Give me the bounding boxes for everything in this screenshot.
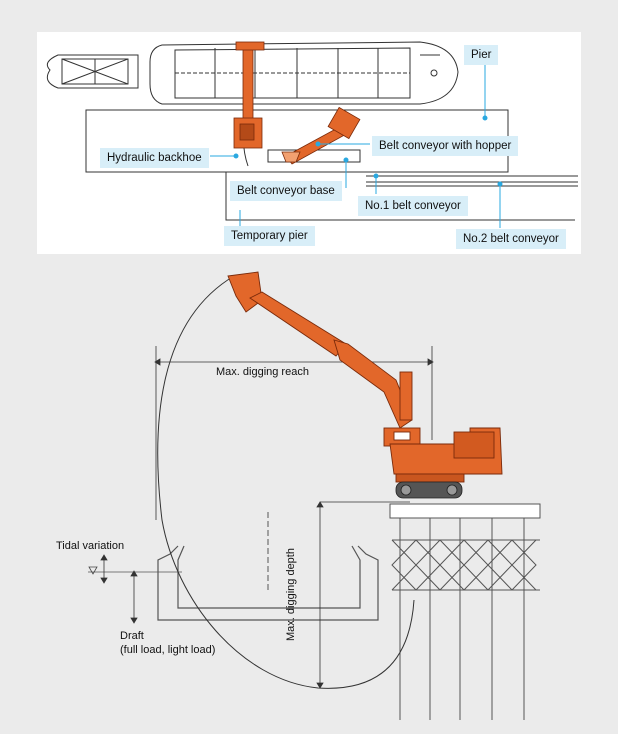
belt-conveyor-with-hopper-label: Belt conveyor with hopper bbox=[372, 136, 519, 156]
temporary-pier-label: Temporary pier bbox=[224, 226, 315, 246]
belt-conveyor-base-label: Belt conveyor base bbox=[230, 181, 342, 201]
pier-label: Pier bbox=[464, 45, 499, 65]
backhoe-plan bbox=[233, 41, 265, 149]
barge bbox=[46, 54, 139, 89]
callout-leaders bbox=[210, 64, 503, 228]
hydraulic-backhoe-label: Hydraulic backhoe bbox=[100, 148, 209, 168]
max-digging-depth-label: Max. digging depth bbox=[284, 548, 297, 641]
pier-outline bbox=[85, 109, 578, 221]
ship bbox=[149, 41, 459, 105]
no2-belt-conveyor-label: No.2 belt conveyor bbox=[456, 229, 566, 249]
tidal-variation-label: Tidal variation bbox=[56, 540, 125, 552]
max-digging-reach-label: Max. digging reach bbox=[216, 366, 309, 378]
draft-label: Draft bbox=[120, 630, 144, 642]
draft-note-label: (full load, light load) bbox=[120, 644, 216, 656]
no1-belt-conveyor-label: No.1 belt conveyor bbox=[358, 196, 468, 216]
hopper-conveyor-plan bbox=[281, 106, 361, 165]
